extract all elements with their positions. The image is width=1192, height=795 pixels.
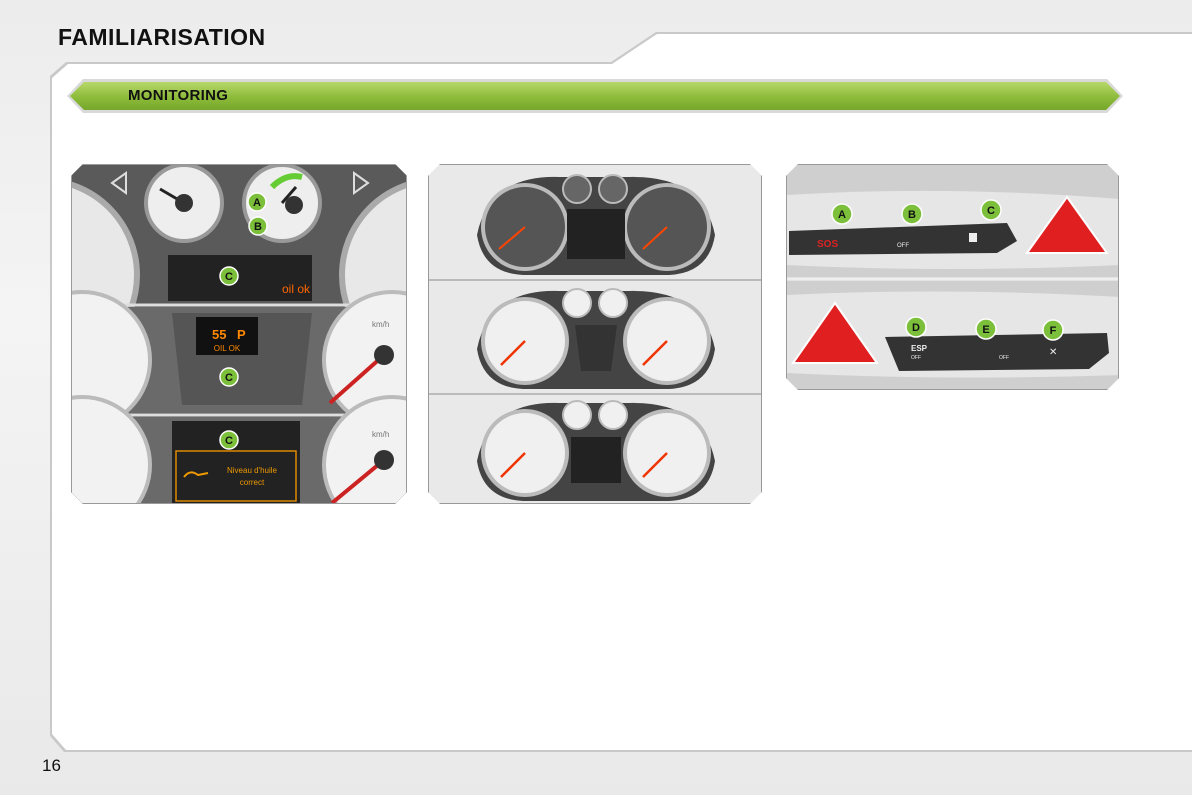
switch-marker-c-label: C	[987, 205, 995, 217]
page-number: 16	[42, 756, 61, 776]
instrument-closeup-illustration: oil ok A B C 55 P OIL OK C km/h Niveau d…	[72, 165, 407, 504]
marker-c-top-label: C	[225, 271, 233, 283]
display-oil-ok: OIL OK	[214, 344, 241, 353]
section-title: MONITORING	[128, 87, 228, 104]
marker-c-bottom-label: C	[225, 435, 233, 447]
page-title: FAMILIARISATION	[58, 24, 266, 51]
park-sensor-off-label: OFF	[999, 355, 1009, 361]
speed-unit-bottom: km/h	[372, 430, 389, 439]
child-lock-icon: ✕	[1049, 347, 1057, 358]
speed-unit-top: km/h	[372, 320, 389, 329]
esp-label: ESP	[911, 344, 928, 353]
display-message-line1: Niveau d'huile	[227, 466, 278, 475]
sos-label: SOS	[817, 239, 838, 250]
marker-c-mid-label: C	[225, 372, 233, 384]
marker-a-label: A	[253, 197, 261, 209]
switch-panel-illustration: SOS OFF A B C ESP OFF OFF ✕ D E F	[787, 165, 1119, 390]
cluster-variant-2	[429, 281, 762, 393]
cluster-variants-photo	[428, 164, 762, 504]
display-speed: 55	[212, 327, 226, 342]
lock-icon	[969, 233, 977, 242]
cluster-variants-illustration	[429, 165, 762, 504]
marker-b-label: B	[254, 221, 262, 233]
switch-marker-b-label: B	[908, 209, 916, 221]
display-message-line2: correct	[240, 478, 265, 487]
switch-marker-d-label: D	[912, 322, 920, 334]
switch-marker-f-label: F	[1050, 325, 1057, 337]
display-oil-ok-small: oil ok	[282, 282, 311, 296]
display-gear: P	[237, 327, 246, 342]
switch-marker-e-label: E	[982, 324, 989, 336]
speaker-off-label: OFF	[897, 243, 909, 249]
instrument-closeup-photo: oil ok A B C 55 P OIL OK C km/h Niveau d…	[71, 164, 407, 504]
cluster-variant-3	[429, 395, 762, 504]
switch-marker-a-label: A	[838, 209, 846, 221]
cluster-variant-1	[429, 165, 762, 279]
switch-panel-photo: SOS OFF A B C ESP OFF OFF ✕ D E F	[786, 164, 1119, 390]
esp-off-label: OFF	[911, 355, 921, 361]
